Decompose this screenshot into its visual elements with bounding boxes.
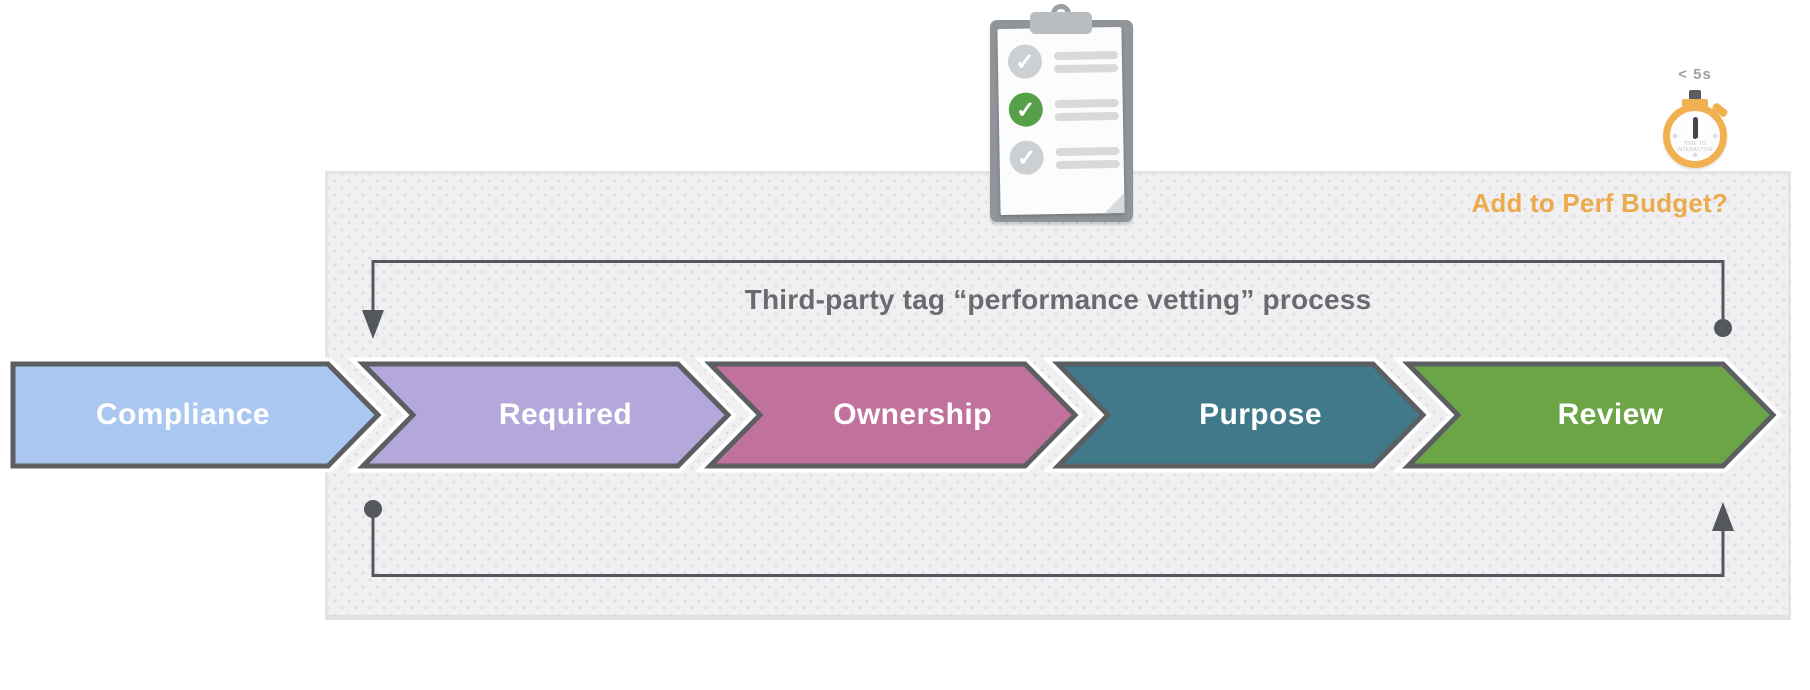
feedback-loop-bottom-line — [371, 516, 1725, 577]
stage-label-purpose: Purpose — [1199, 398, 1322, 431]
checklist-row: ✓ — [1008, 91, 1122, 127]
checklist-line — [1055, 146, 1120, 157]
checklist-line — [1055, 159, 1120, 170]
stopwatch-crown — [1682, 99, 1708, 108]
stage-label-required: Required — [498, 398, 633, 431]
stage-arrow-review — [1402, 361, 1777, 469]
loop-endpoint-dot-bottom — [364, 500, 382, 518]
dial-text: TIME TO INTERACTIVE — [1670, 141, 1720, 153]
stopwatch-icon: < 5s TIME TO INTERACTIVE — [1650, 66, 1740, 178]
dial-text-line2: INTERACTIVE — [1676, 147, 1714, 153]
stage-arrow-compliance — [10, 361, 382, 469]
checklist-line — [1053, 50, 1118, 61]
stage-arrow-purpose — [1052, 361, 1427, 469]
dial-tick — [1672, 133, 1678, 139]
checklist-line — [1054, 98, 1119, 109]
dial-tick — [1692, 152, 1698, 158]
dial-text-line1: TIME TO — [1683, 141, 1707, 147]
checklist-row: ✓ — [1007, 43, 1121, 79]
dial-tick — [1712, 133, 1718, 139]
stage-label-ownership: Ownership — [833, 398, 992, 431]
diagram-title: Third-party tag “performance vetting” pr… — [744, 284, 1372, 315]
perf-budget-question: Add to Perf Budget? — [1471, 188, 1728, 218]
feedback-loop-top-line — [371, 260, 1725, 319]
stopwatch-needle — [1692, 117, 1698, 138]
stage-label-review: Review — [1557, 398, 1664, 431]
checklist-line — [1054, 111, 1119, 122]
stopwatch-face: TIME TO INTERACTIVE — [1663, 104, 1727, 168]
stage-arrow-ownership — [704, 361, 1079, 469]
checklist-line — [1054, 63, 1119, 74]
stage-arrows — [10, 361, 1777, 469]
stopwatch-pivot — [1693, 135, 1697, 139]
checklist-clipboard-icon: ✓ ✓ ✓ — [985, 2, 1137, 226]
checklist-row: ✓ — [1009, 139, 1122, 175]
stage-arrow-required — [357, 361, 732, 469]
loop-arrowhead-up-icon — [1712, 502, 1734, 531]
paper-fold-corner — [1104, 192, 1125, 214]
loop-endpoint-dot-top — [1714, 319, 1732, 337]
loop-arrowhead-down-icon — [362, 310, 384, 339]
check-circle-done-icon: ✓ — [1008, 92, 1044, 127]
clipboard-clip — [1030, 12, 1092, 34]
clipboard-paper: ✓ ✓ ✓ — [997, 26, 1125, 216]
check-circle-muted-icon: ✓ — [1007, 44, 1043, 79]
time-to-interactive-target: < 5s — [1678, 66, 1712, 83]
check-circle-muted-icon: ✓ — [1009, 140, 1044, 175]
stage-label-compliance: Compliance — [95, 398, 271, 431]
